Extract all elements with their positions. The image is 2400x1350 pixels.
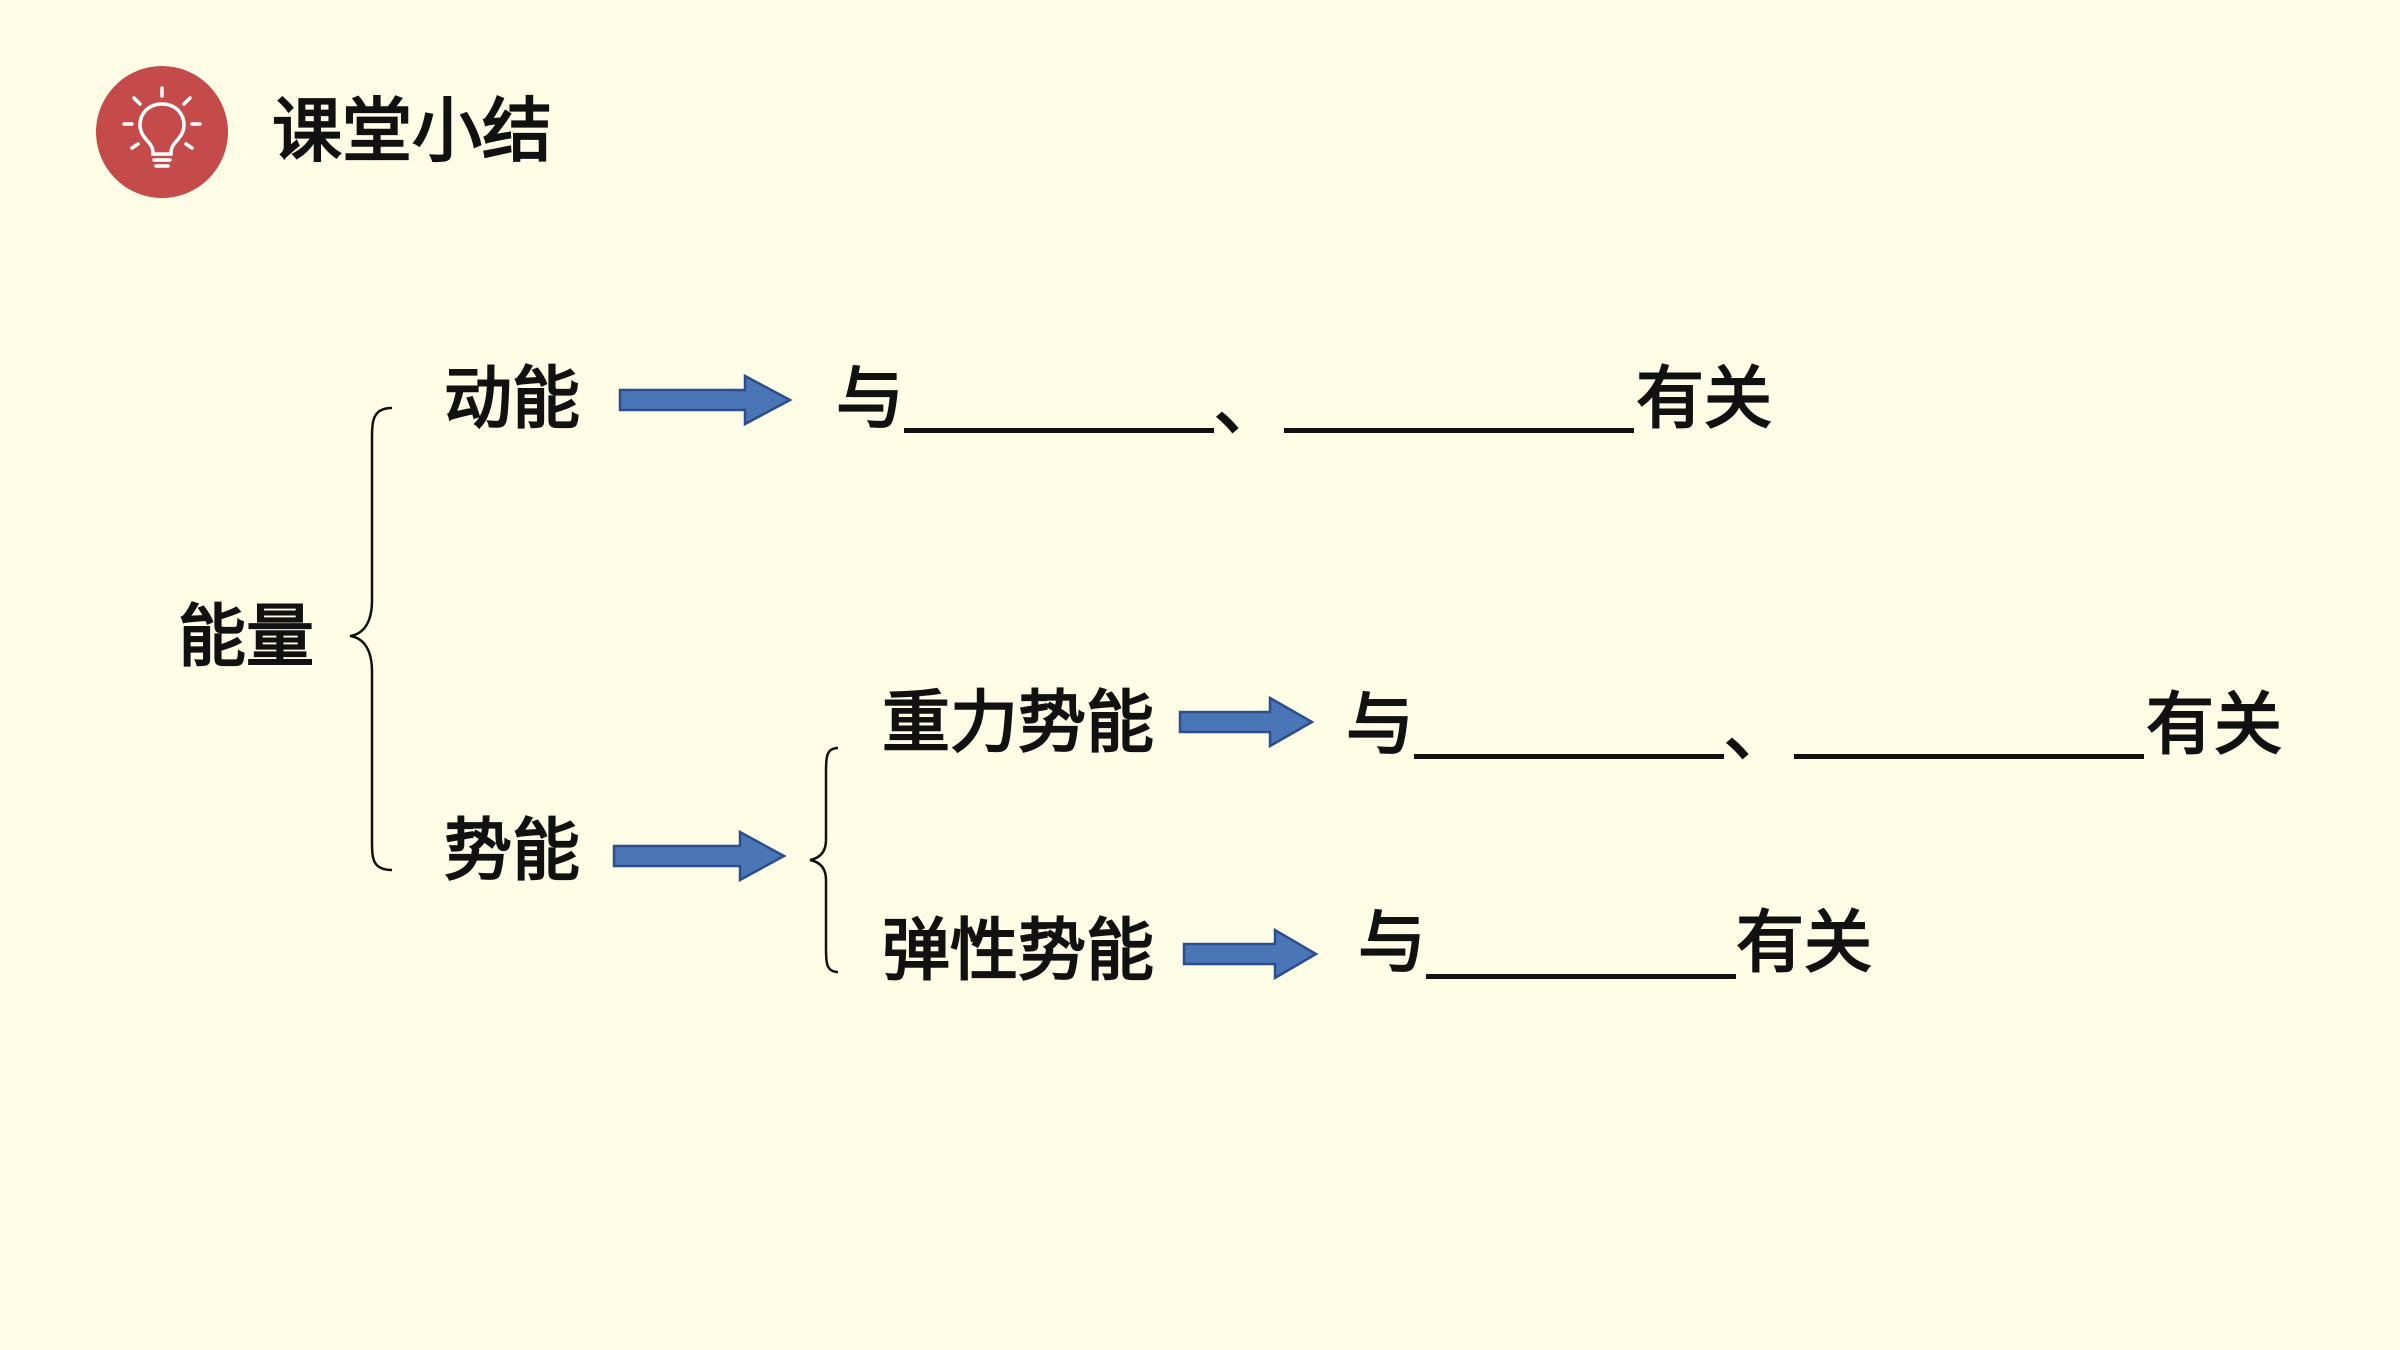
gravitational-blank-2[interactable] — [1794, 754, 2144, 759]
gravitational-label: 重力势能 — [882, 684, 1155, 763]
elastic-prefix: 与 — [1358, 904, 1427, 983]
potential-brace — [809, 746, 839, 974]
gravitational-prefix: 与 — [1346, 686, 1415, 765]
kinetic-blank-2[interactable] — [1284, 428, 1634, 433]
potential-label: 势能 — [444, 812, 581, 891]
kinetic-prefix: 与 — [836, 360, 905, 439]
arrow-potential — [612, 829, 787, 883]
kinetic-label: 动能 — [444, 360, 581, 439]
gravitational-suffix: 有关 — [2146, 686, 2283, 765]
lightbulb-badge — [96, 66, 228, 198]
arrow-elastic — [1182, 927, 1319, 981]
arrow-kinetic — [618, 373, 793, 427]
gravitational-blank-1[interactable] — [1414, 754, 1724, 759]
elastic-suffix: 有关 — [1736, 904, 1873, 983]
root-label: 能量 — [178, 598, 315, 677]
gravitational-separator: 、 — [1724, 692, 1793, 771]
arrow-gravitational — [1178, 695, 1315, 749]
lightbulb-icon — [122, 86, 202, 168]
elastic-blank[interactable] — [1426, 974, 1736, 979]
kinetic-suffix: 有关 — [1636, 360, 1773, 439]
kinetic-separator: 、 — [1214, 366, 1283, 445]
kinetic-blank-1[interactable] — [904, 428, 1214, 433]
page-title: 课堂小结 — [272, 90, 552, 172]
root-brace — [349, 406, 393, 872]
elastic-label: 弹性势能 — [882, 912, 1155, 991]
